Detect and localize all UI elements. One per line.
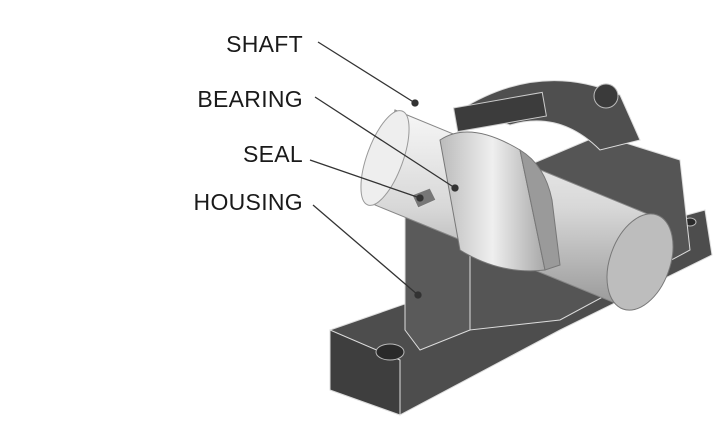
- shaft-label: SHAFT: [226, 31, 303, 57]
- bearing-label: BEARING: [197, 86, 303, 112]
- seal-label: SEAL: [242, 141, 303, 167]
- shaft-leader-dot: [411, 99, 419, 107]
- bearing: [439, 131, 561, 272]
- shaft-leader-line: [317, 41, 416, 104]
- bearing-leader-line: [314, 96, 456, 189]
- housing-leader-dot: [414, 291, 422, 299]
- housing-leader-line: [312, 204, 419, 296]
- seal-leader-dot: [416, 194, 424, 202]
- bearing-leader-dot: [451, 184, 459, 192]
- seal-leader-line: [309, 159, 421, 199]
- seal: [411, 187, 437, 209]
- housing-label: HOUSING: [193, 189, 303, 215]
